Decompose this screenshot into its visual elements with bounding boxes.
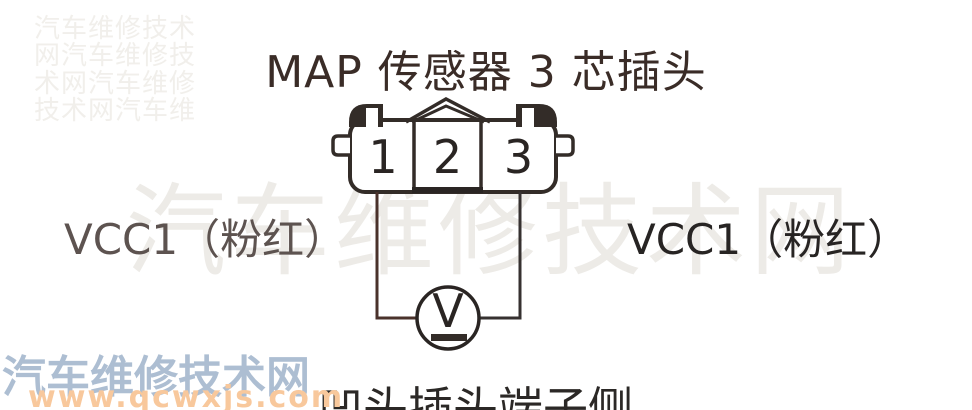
mount-ear-left xyxy=(331,134,350,157)
wire-label-right: VCC1（粉红） xyxy=(627,215,910,264)
wire-pin1 xyxy=(375,192,417,320)
connector-tab-right xyxy=(522,108,534,127)
voltmeter-dc-bar xyxy=(431,334,467,341)
voltmeter-symbol: V xyxy=(432,284,464,338)
diagram-title: MAP 传感器 3 芯插头 xyxy=(265,47,707,98)
pin-number-1: 1 xyxy=(368,130,398,184)
watermark-site-name: 汽车维修技术网 xyxy=(2,352,310,403)
pin-number-3: 3 xyxy=(503,130,534,184)
voltmeter-circle xyxy=(415,285,481,351)
wire-label-left: VCC1（粉红） xyxy=(64,215,347,264)
faint-stamp-watermark: 汽车维修技术网汽车维修技术网汽车维修技术网汽车维 xyxy=(34,14,197,126)
pin-number-2: 2 xyxy=(432,130,463,184)
mount-ear-right xyxy=(556,134,575,157)
connector-tab-left xyxy=(366,108,378,127)
terminal-side-caption: 凹头插头端子侧 xyxy=(318,382,634,410)
connector-latch-roof-outer xyxy=(405,97,491,124)
connector-latch-roof-inner xyxy=(411,104,485,124)
watermark-site-url: www.qcwxjs.com xyxy=(28,380,345,410)
wire-pin3 xyxy=(479,192,522,320)
